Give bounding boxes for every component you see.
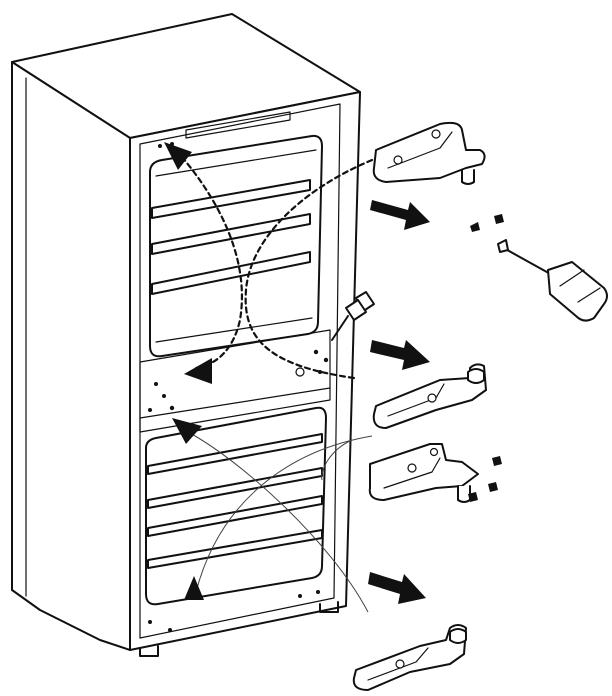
- middle-hinge-lower: [368, 443, 479, 503]
- top-hinge-screws: [470, 214, 504, 232]
- dashed-path-upper-b: [174, 148, 244, 370]
- middle-hinge-screws: [468, 456, 502, 502]
- dashed-path-upper-a: [244, 158, 374, 380]
- arrow-head-top-left: [164, 142, 192, 170]
- cabinet-front: [129, 91, 361, 651]
- middle-hinge-upper: [372, 363, 487, 429]
- small-screwdriver: [331, 291, 375, 341]
- arrow-head-mid-left: [184, 358, 212, 384]
- top-vent-strip: [185, 111, 291, 139]
- middle-divider: [139, 329, 331, 433]
- upper-shelves: [151, 179, 311, 295]
- bottom-hinge: [352, 624, 467, 691]
- arrow-bottom-hinge: [368, 572, 426, 604]
- screwdriver-handle: [547, 261, 608, 322]
- screwdriver: [497, 239, 608, 322]
- lower-door-guides: [172, 418, 373, 613]
- top-hinge: [372, 121, 486, 185]
- door-swap-paths: [164, 142, 374, 384]
- arrow-middle-hinge: [370, 340, 430, 370]
- cabinet-foot-right: [319, 601, 339, 613]
- arrow-top-hinge: [370, 200, 430, 230]
- cabinet-foot-left: [139, 645, 159, 657]
- arrow-head-lower-left: [184, 576, 204, 600]
- cabinet-side-panel: [11, 61, 131, 651]
- lower-compartment: [145, 406, 327, 606]
- arrow-head-lower-upper: [172, 418, 202, 444]
- refrigerator-cabinet: [11, 13, 361, 657]
